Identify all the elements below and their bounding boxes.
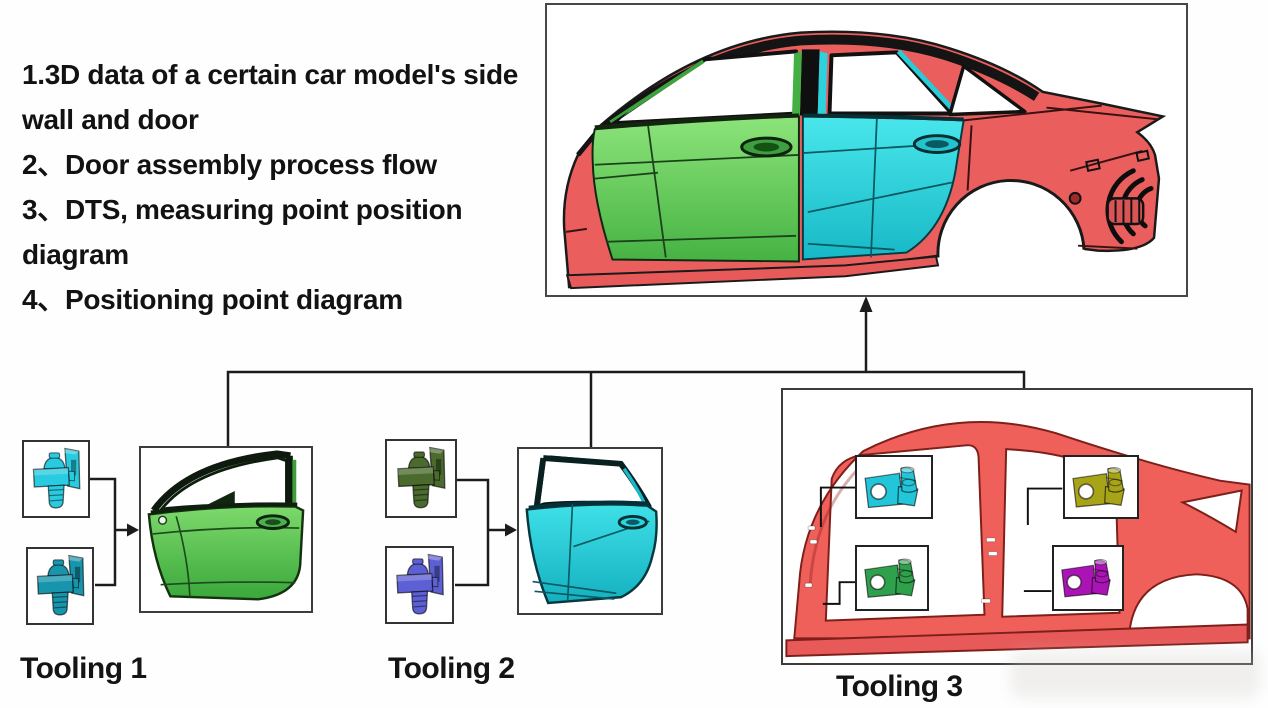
watermark-smudge [1010,650,1260,698]
door-window-frame [151,450,291,513]
plate-clamp-icon [861,549,923,606]
frame-rocker-sill [785,623,1249,658]
lamp-sensor-1 [1085,158,1101,173]
rear-door-handle-inner [925,140,949,149]
front-window-glass [608,49,800,126]
tooling2-clamp-bottom-box [385,546,454,624]
intro-line-1b: wall and door [22,104,199,135]
door-handle-inner [265,519,281,526]
plate-clamp-icon [861,459,926,514]
intro-line-2: 2、Door assembly process flow [22,149,437,180]
tooling3-clamp-bottom-left-box [855,545,929,611]
car-side-3d-image [562,30,1167,290]
wheel-arch-line [936,178,1086,258]
trunk-connector-line [226,370,1026,446]
pin-clamp-icon [28,445,84,513]
door-handle-inner [625,519,640,525]
tooling1-clamp-bottom-box [26,547,94,625]
quarter-window-glass [948,64,1027,117]
b-pillar-green-sliver [792,51,802,116]
up-arrowhead [859,296,873,312]
front-vent-corner [610,111,629,126]
tooling1-label: Tooling 1 [20,652,147,685]
locating-point-dashes [804,525,998,604]
rear-door-creases [803,118,960,258]
lamp-sensor-2 [1135,149,1150,162]
plate-clamp-icon [1058,549,1118,606]
door-dot [157,515,168,525]
tooling3-box [781,388,1253,665]
body-side-frame-image [785,421,1251,658]
b-pillar-cyan-sliver [817,51,828,116]
c-pillar-cyan-accent [896,49,957,114]
b-pillar [799,49,820,116]
tooling1-bracket-line [90,477,117,587]
main-3d-view-box [545,3,1188,297]
plate-clamp-icon [1069,459,1132,514]
front-door-belt-molding [594,113,799,130]
tooling3-clamp-bottom-right-box [1052,545,1124,611]
tooling1-arrowhead [127,523,139,537]
front-door-image [147,450,305,601]
front-door-handle-inner [753,142,780,152]
rocker-sill [565,255,940,290]
tooling3-label: Tooling 3 [836,670,963,703]
door-creases [532,503,650,602]
door-belt-molding [528,500,650,510]
door-belt-molding [150,502,298,515]
lamp-rib-lines [1114,199,1141,223]
front-door-creases [594,125,798,258]
intro-list: 1.3D data of a certain car model's side … [22,52,552,322]
intro-line-1: 1.3D data of a certain car model's side [22,59,519,90]
rear-door-image [525,455,658,605]
front-frame-green-accent [609,59,705,125]
pin-clamp-icon [391,444,451,513]
intro-line-4: 4、Positioning point diagram [22,284,403,315]
tooling1-front-door-box [139,446,313,613]
tooling3-clamp-top-right-box [1063,455,1139,519]
rear-door-belt-molding [802,113,964,122]
tooling3-clamp-top-left-box [855,455,933,519]
tooling2-rear-door-box [517,447,663,615]
tooling2-bracket-line [455,478,490,587]
tooling1-clamp-top-box [22,440,90,518]
wheel-arch-cutout [934,180,1088,271]
intro-line-3: 3、DTS, measuring point position diagram [22,194,463,270]
pin-clamp-icon [32,552,88,620]
rear-window-glass [827,50,954,116]
lamp-ribbed-block [1106,197,1145,226]
clamp-callout-lines [819,486,1063,605]
lamp-grommet [1068,191,1082,205]
pin-clamp-icon [391,551,448,619]
quarter-panel-lines [566,104,1160,250]
tooling2-clamp-top-box [385,439,457,518]
tooling2-arrowhead [505,523,517,537]
tooling2-label: Tooling 2 [388,652,515,685]
